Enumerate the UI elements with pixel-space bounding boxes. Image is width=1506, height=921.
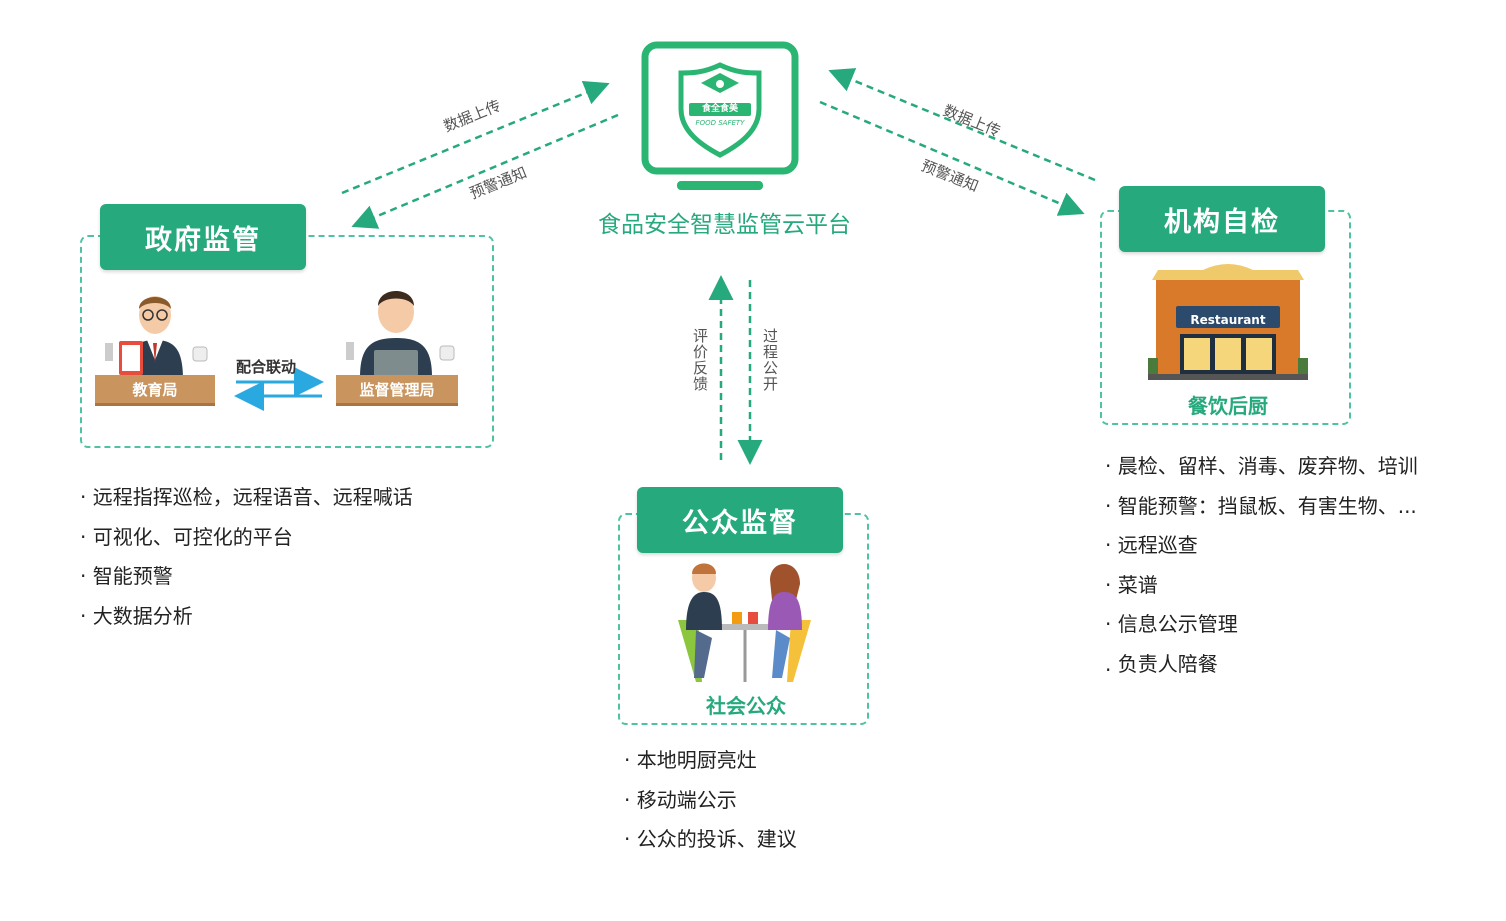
list-item: · 远程指挥巡检，远程语音、远程喊话 [80, 485, 413, 509]
platform-title: 食品安全智慧监管云平台 [598, 212, 851, 238]
education-bureau-label: 教育局 [95, 375, 215, 406]
supervision-bureau-label: 监督管理局 [336, 375, 458, 406]
left-warning-arrow [351, 113, 619, 229]
list-item: · 远程巡查 [1105, 533, 1198, 557]
list-item: · 菜谱 [1105, 572, 1158, 597]
public-caption: 社会公众 [706, 694, 786, 718]
feedback-label: 评价反馈 [691, 328, 709, 392]
list-item: · 智能预警：挡鼠板、有害生物、... [1105, 493, 1417, 518]
public-header: 公众监督 [637, 487, 843, 553]
government-bullets: · 远程指挥巡检，远程语音、远程喊话 · 可视化、可控化的平台 · 智能预警 ·… [80, 482, 413, 640]
list-item: · 可视化、可控化的平台 [80, 524, 293, 549]
supervision-officer-illustration [346, 291, 455, 377]
link-label: 配合联动 [236, 358, 297, 376]
institution-bullets: · 晨检、留样、消毒、废弃物、培训 · 智能预警：挡鼠板、有害生物、... · … [1105, 451, 1418, 688]
restaurant-illustration [1148, 264, 1308, 380]
institution-caption: 餐饮后厨 [1188, 394, 1268, 418]
list-item: · 智能预警 [80, 564, 173, 588]
platform-monitor: 食全食美 FOOD SAFETY [641, 41, 799, 191]
government-header: 政府监管 [100, 204, 306, 270]
public-bullets: · 本地明厨亮灶 · 移动端公示 · 公众的投诉、建议 [624, 745, 797, 864]
list-item: . 负责人陪餐 [1105, 651, 1218, 676]
public-diners-illustration [678, 563, 811, 682]
process-label: 过程公开 [761, 328, 779, 392]
list-item: · 公众的投诉、建议 [624, 827, 797, 851]
logo-subtext: FOOD SAFETY [695, 119, 745, 127]
list-item: · 本地明厨亮灶 [624, 748, 757, 772]
education-officer-illustration [105, 296, 208, 380]
monitor-icon [641, 41, 799, 190]
list-item: · 移动端公示 [624, 787, 737, 812]
list-item: · 大数据分析 [80, 603, 193, 628]
logo-text: 食全食美 [701, 104, 738, 114]
list-item: · 晨检、留样、消毒、废弃物、培训 [1105, 454, 1418, 478]
restaurant-sign-text: Restaurant [1190, 313, 1266, 327]
list-item: · 信息公示管理 [1105, 612, 1238, 636]
institution-header: 机构自检 [1119, 186, 1325, 252]
